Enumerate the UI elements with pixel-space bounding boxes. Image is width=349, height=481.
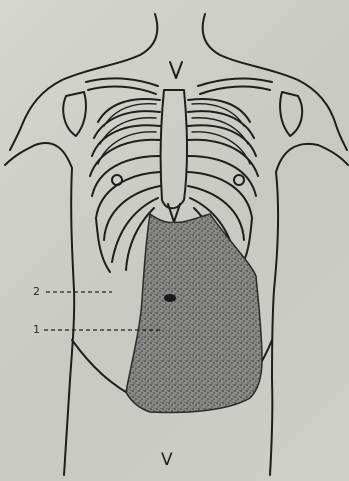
callout-label-2: 2 (33, 286, 40, 297)
shoulder-left (63, 92, 86, 136)
shoulder-right (280, 92, 302, 136)
clavicle-left-inner (88, 87, 156, 94)
callout-label-1: 1 (33, 324, 40, 335)
umbilicus (164, 294, 176, 302)
clavicle-right (198, 79, 272, 86)
torso-left-side (64, 168, 74, 475)
nipple-left (112, 175, 122, 185)
neck-left-outline (10, 14, 157, 150)
arm-right-outline (276, 144, 348, 172)
figure-label: V (161, 452, 173, 469)
clavicle-left (86, 79, 158, 86)
nipple-right (234, 175, 244, 185)
jugular-notch (170, 62, 182, 78)
clavicle-right-inner (200, 87, 270, 94)
arm-left-outline (5, 143, 72, 168)
neck-right-outline (203, 14, 347, 150)
torso-right-side (270, 172, 278, 475)
shaded-region (126, 214, 262, 412)
sternum (161, 90, 187, 208)
xiphoid (168, 204, 180, 222)
